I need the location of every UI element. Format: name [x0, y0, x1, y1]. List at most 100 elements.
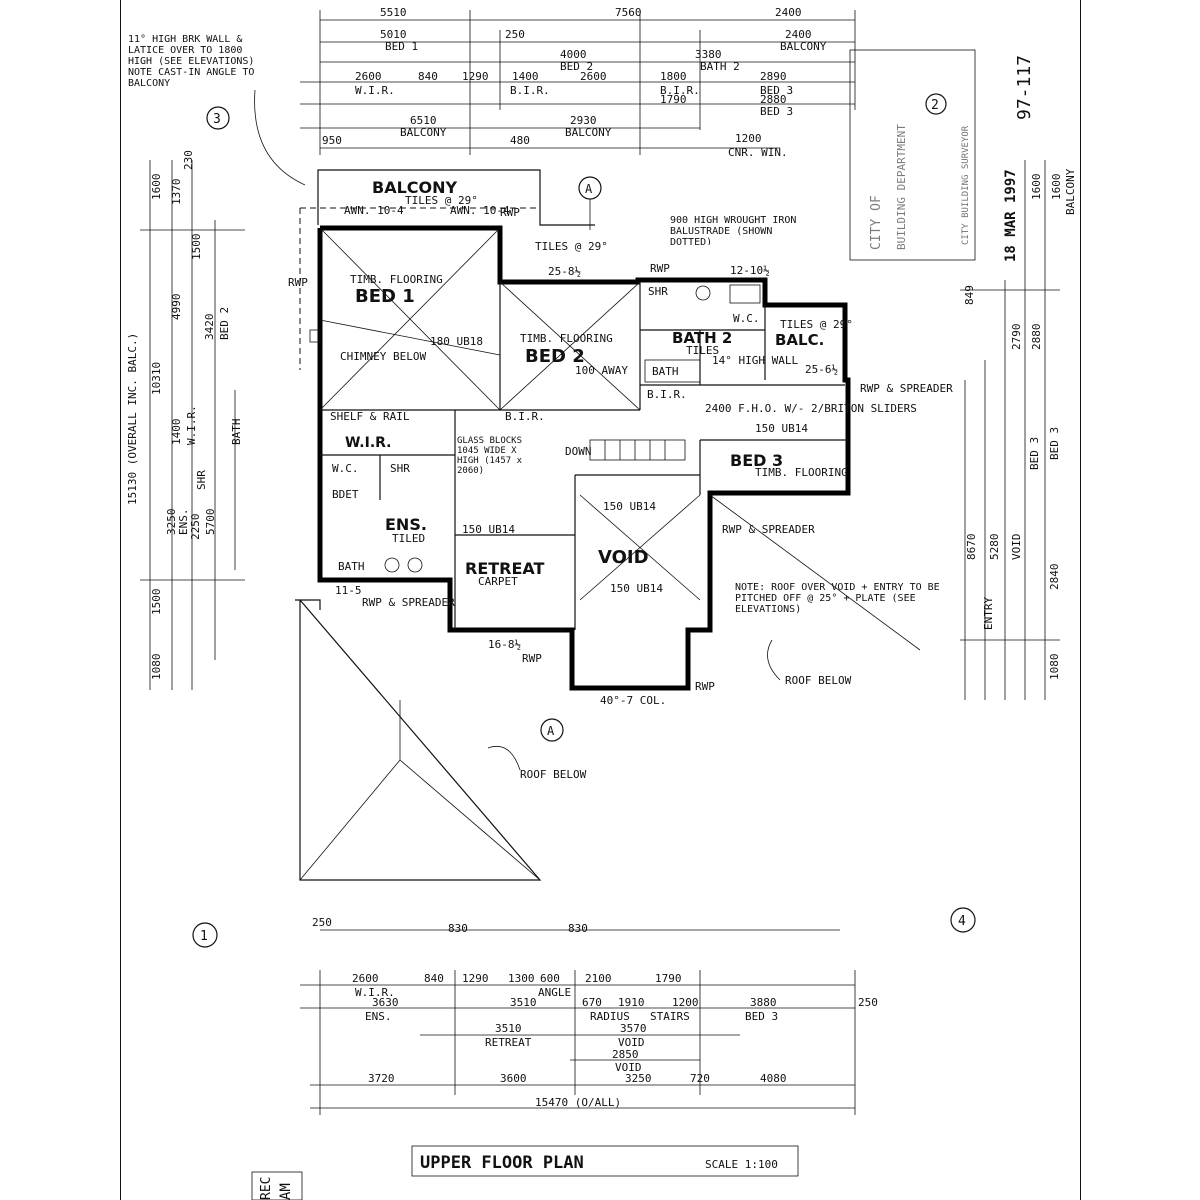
- ens-basin-2: [407, 557, 423, 573]
- wall-14: 14° HIGH WALL: [712, 354, 798, 367]
- stairs: [589, 439, 686, 461]
- roof-below-outlines: [295, 227, 921, 881]
- grid-marker-2: 2: [931, 98, 939, 113]
- room-bed2: BED 2: [525, 346, 585, 367]
- dim-bot-830b: 830: [568, 922, 588, 935]
- dim-left-230: 230: [182, 150, 195, 170]
- balcony-top: [299, 169, 595, 370]
- title-block: [251, 1145, 799, 1200]
- dim-bot-3510b: 3510: [495, 1022, 522, 1035]
- dim-bot-void2: VOID: [615, 1061, 642, 1074]
- dim-bot-ens: ENS.: [365, 1010, 392, 1023]
- dim-top-wir: W.I.R.: [355, 84, 395, 97]
- dim-bot-1290: 1290: [462, 972, 489, 985]
- dim-top-5010: 5010: [380, 28, 407, 41]
- pitch-e: 16-8½: [488, 638, 521, 651]
- title-fragment-1: AM: [278, 1183, 294, 1200]
- dim-left-5700: 5700: [204, 509, 217, 536]
- dim-right-1600a: 1600: [1030, 174, 1043, 201]
- shower-valve: [695, 285, 711, 301]
- dim-left-3420: 3420: [203, 314, 216, 341]
- tiles-29: TILES @ 29°: [535, 240, 608, 253]
- dim-right-bed3b: BED 3: [1028, 437, 1041, 470]
- room-ens: ENS.: [385, 515, 427, 534]
- note-roof-void-box: NOTE: ROOF OVER VOID + ENTRY TO BE PITCH…: [735, 582, 940, 615]
- room-bed3: BED 3: [730, 451, 783, 470]
- dim-top-2880: 2880: [760, 93, 787, 106]
- dim-top-bir2: B.I.R.: [660, 84, 700, 97]
- interior-walls: [320, 282, 848, 631]
- bed1-floor: TIMB. FLOORING: [350, 273, 443, 286]
- dim-bot-3570: 3570: [620, 1022, 647, 1035]
- dim-left-1600: 1600: [150, 174, 163, 201]
- dim-bot-3630: 3630: [372, 996, 399, 1009]
- dim-top-1290: 1290: [462, 70, 489, 83]
- rwp-spreader-2: RWP & SPREADER: [722, 523, 815, 536]
- fhow-note: 2400 F.H.O. W/- 2/BRITON SLIDERS: [705, 402, 917, 415]
- dim-top-1800: 1800: [660, 70, 687, 83]
- chimney: CHIMNEY BELOW: [340, 350, 426, 363]
- dim-top-950: 950: [322, 134, 342, 147]
- dim-top-2600: 2600: [355, 70, 382, 83]
- dim-left-1370: 1370: [170, 179, 183, 206]
- dim-left-4990: 4990: [170, 294, 183, 321]
- bed3-floor: TIMB. FLOORING: [755, 466, 848, 479]
- dim-bot-bed3: BED 3: [745, 1010, 778, 1023]
- rwp-spreader-1: RWP & SPREADER: [860, 382, 953, 395]
- room-balc: BALC.: [775, 331, 824, 349]
- title-fragment-2: REC: [259, 1177, 274, 1200]
- note-roof-void: NOTE: ROOF OVER VOID + ENTRY TO BE PITCH…: [735, 582, 940, 615]
- room-bath2: BATH 2: [672, 329, 732, 347]
- dim-left-1400: 1400: [170, 419, 183, 446]
- dim-left-3250: 3250: [165, 509, 178, 536]
- bir2-label: B.I.R.: [647, 388, 687, 401]
- beam-180: 180 UB18: [430, 335, 483, 348]
- dim-right-balcony: BALCONY: [1064, 168, 1077, 215]
- dim-top-7560: 7560: [615, 6, 642, 19]
- svg-text:4: 4: [958, 914, 966, 929]
- dim-right-849: 849: [963, 285, 976, 305]
- dim-top-bir: B.I.R.: [510, 84, 550, 97]
- dim-bot-void: VOID: [618, 1036, 645, 1049]
- svg-text:1: 1: [200, 929, 208, 944]
- dim-top-bath2: BATH 2: [700, 60, 740, 73]
- dim-left-bed2: BED 2: [218, 307, 231, 340]
- rwp-1: RWP: [500, 206, 520, 219]
- sheet-scale: SCALE 1:100: [705, 1158, 778, 1171]
- drawing-number: 97-117: [1014, 55, 1035, 120]
- beam-150-c: 150 UB14: [603, 500, 656, 513]
- awn-2: AWN. 10-4: [450, 204, 510, 217]
- dim-left-overall: 15130 (OVERALL INC. BALC.): [126, 333, 139, 505]
- bdet-label: BDET: [332, 488, 359, 501]
- dim-bot-840: 840: [424, 972, 444, 985]
- note-wrought-iron-box: 900 HIGH WROUGHT IRON BALUSTRADE (SHOWN …: [670, 215, 796, 245]
- dim-top-bed1: BED 1: [385, 40, 418, 53]
- dim-top-1200: 1200: [735, 132, 762, 145]
- bir-label: B.I.R.: [505, 410, 545, 423]
- sheet-border-right: [1080, 0, 1081, 1200]
- dim-bot-3510: 3510: [510, 996, 537, 1009]
- roof-below-2: ROOF BELOW: [520, 768, 587, 781]
- bath2-note: TILES: [686, 344, 719, 357]
- roof-below-1: ROOF BELOW: [785, 674, 852, 687]
- room-balcony-label: BALCONY: [372, 178, 458, 197]
- stamp-city: CITY OF: [869, 195, 884, 250]
- sheet-border-left: [120, 0, 121, 1200]
- top-dimension-strings: [300, 10, 856, 155]
- svg-text:A: A: [547, 724, 555, 738]
- dim-bot-830a: 830: [448, 922, 468, 935]
- dim-top-2930: 2930: [570, 114, 597, 127]
- stairs-down: DOWN: [565, 445, 592, 458]
- room-wir: W.I.R.: [345, 435, 392, 451]
- dim-left-1500: 1500: [190, 234, 203, 261]
- dim-bot-3720: 3720: [368, 1072, 395, 1085]
- dim-top-balcony: BALCONY: [780, 40, 827, 53]
- rwp-spreader-3: RWP & SPREADER: [362, 596, 455, 609]
- roof-below-leader-1: [767, 639, 781, 681]
- dim-top-1400: 1400: [512, 70, 539, 83]
- dim-left-ens: ENS.: [177, 509, 190, 536]
- dim-bot-2100: 2100: [585, 972, 612, 985]
- bath-label: BATH: [338, 560, 365, 573]
- dim-right-5280: 5280: [988, 534, 1001, 561]
